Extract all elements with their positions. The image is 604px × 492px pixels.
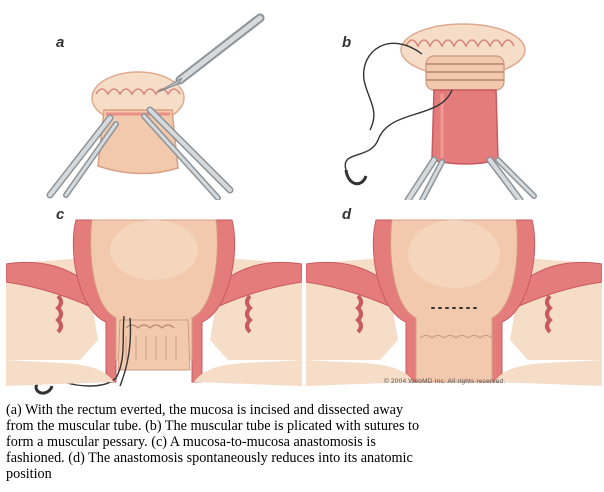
copyright-notice: © 2004 WebMD Inc. All rights reserved.: [384, 378, 505, 385]
panel-d-illustration: [306, 210, 602, 396]
panel-a-illustration: [40, 10, 270, 200]
panel-a-label: a: [56, 34, 64, 51]
panel-c: [6, 210, 302, 396]
panel-d-label: d: [342, 206, 351, 223]
caption-line: position: [6, 466, 602, 482]
caption-line: form a muscular pessary. (c) A mucosa-to…: [6, 434, 602, 450]
panel-b-illustration: [330, 10, 580, 200]
caption-line: from the muscular tube. (b) The muscular…: [6, 418, 602, 434]
panel-c-illustration: [6, 210, 302, 396]
caption-line: (a) With the rectum everted, the mucosa …: [6, 402, 602, 418]
figure-caption: (a) With the rectum everted, the mucosa …: [6, 402, 602, 482]
panel-c-label: c: [56, 206, 64, 223]
caption-line: fashioned. (d) The anastomosis spontaneo…: [6, 450, 602, 466]
panel-d: [306, 210, 602, 396]
panel-a: [40, 10, 270, 200]
panel-b-label: b: [342, 34, 351, 51]
panel-b: [330, 10, 580, 200]
